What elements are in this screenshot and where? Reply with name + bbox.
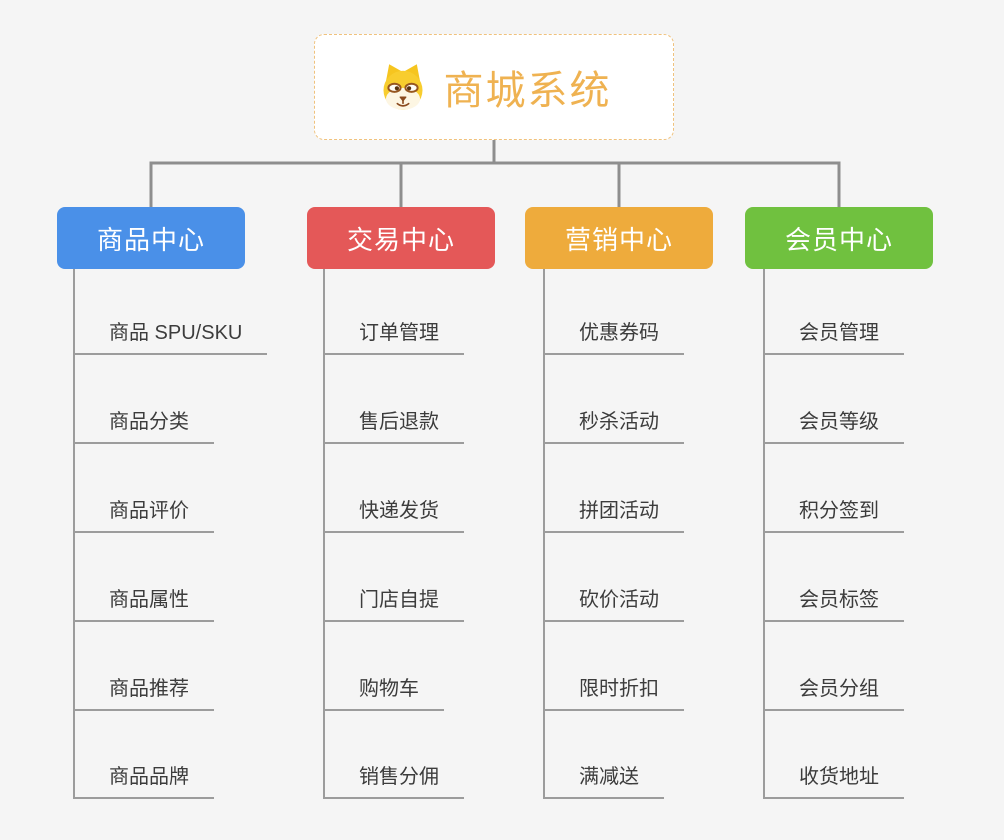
leaf-item[interactable]: 秒杀活动 [545, 409, 684, 444]
branch-header-product-center[interactable]: 商品中心 [57, 207, 245, 269]
branch-header-label: 会员中心 [784, 224, 893, 255]
root-label: 商城系统 [443, 69, 612, 113]
leaf-item[interactable]: 商品属性 [75, 587, 214, 622]
leaf-item[interactable]: 商品 SPU/SKU [75, 320, 268, 355]
leaf-item[interactable]: 收货地址 [765, 764, 904, 799]
leaf-item[interactable]: 限时折扣 [545, 676, 684, 711]
doge-face-icon [383, 64, 422, 110]
branch-children-marketing-center: 优惠券码 秒杀活动 拼团活动 砍价活动 限时折扣 满减送 [543, 269, 775, 799]
branch-children-trade-center: 订单管理 售后退款 快递发货 门店自提 购物车 销售分佣 [323, 269, 555, 799]
root-node[interactable]: 商城系统 [314, 34, 674, 140]
leaf-item[interactable]: 商品评价 [75, 498, 214, 533]
branch-header-label: 营销中心 [564, 224, 673, 255]
leaf-item[interactable]: 会员管理 [765, 320, 904, 355]
leaf-item[interactable]: 订单管理 [325, 320, 464, 355]
branch-bus-line [149, 161, 841, 207]
leaf-item[interactable]: 积分签到 [765, 498, 904, 533]
leaf-item[interactable]: 门店自提 [325, 587, 464, 622]
branch-header-label: 交易中心 [346, 224, 455, 255]
leaf-item[interactable]: 销售分佣 [325, 764, 464, 799]
leaf-item[interactable]: 会员标签 [765, 587, 904, 622]
leaf-item[interactable]: 砍价活动 [545, 587, 684, 622]
leaf-item[interactable]: 商品品牌 [75, 764, 214, 799]
leaf-item[interactable]: 拼团活动 [545, 498, 684, 533]
leaf-item[interactable]: 商品推荐 [75, 676, 214, 711]
branch-header-trade-center[interactable]: 交易中心 [307, 207, 495, 269]
leaf-item[interactable]: 购物车 [325, 676, 444, 711]
leaf-item[interactable]: 快递发货 [325, 498, 464, 533]
branch-children-member-center: 会员管理 会员等级 积分签到 会员标签 会员分组 收货地址 [763, 269, 995, 799]
branch-children-product-center: 商品 SPU/SKU 商品分类 商品评价 商品属性 商品推荐 商品品牌 [73, 269, 305, 799]
leaf-item[interactable]: 优惠券码 [545, 320, 684, 355]
leaf-item[interactable]: 会员等级 [765, 409, 904, 444]
leaf-item[interactable]: 商品分类 [75, 409, 214, 444]
leaf-item[interactable]: 会员分组 [765, 676, 904, 711]
leaf-item[interactable]: 售后退款 [325, 409, 464, 444]
branch-header-marketing-center[interactable]: 营销中心 [525, 207, 713, 269]
leaf-item[interactable]: 满减送 [545, 764, 664, 799]
branch-header-member-center[interactable]: 会员中心 [745, 207, 933, 269]
branch-header-label: 商品中心 [96, 224, 205, 255]
